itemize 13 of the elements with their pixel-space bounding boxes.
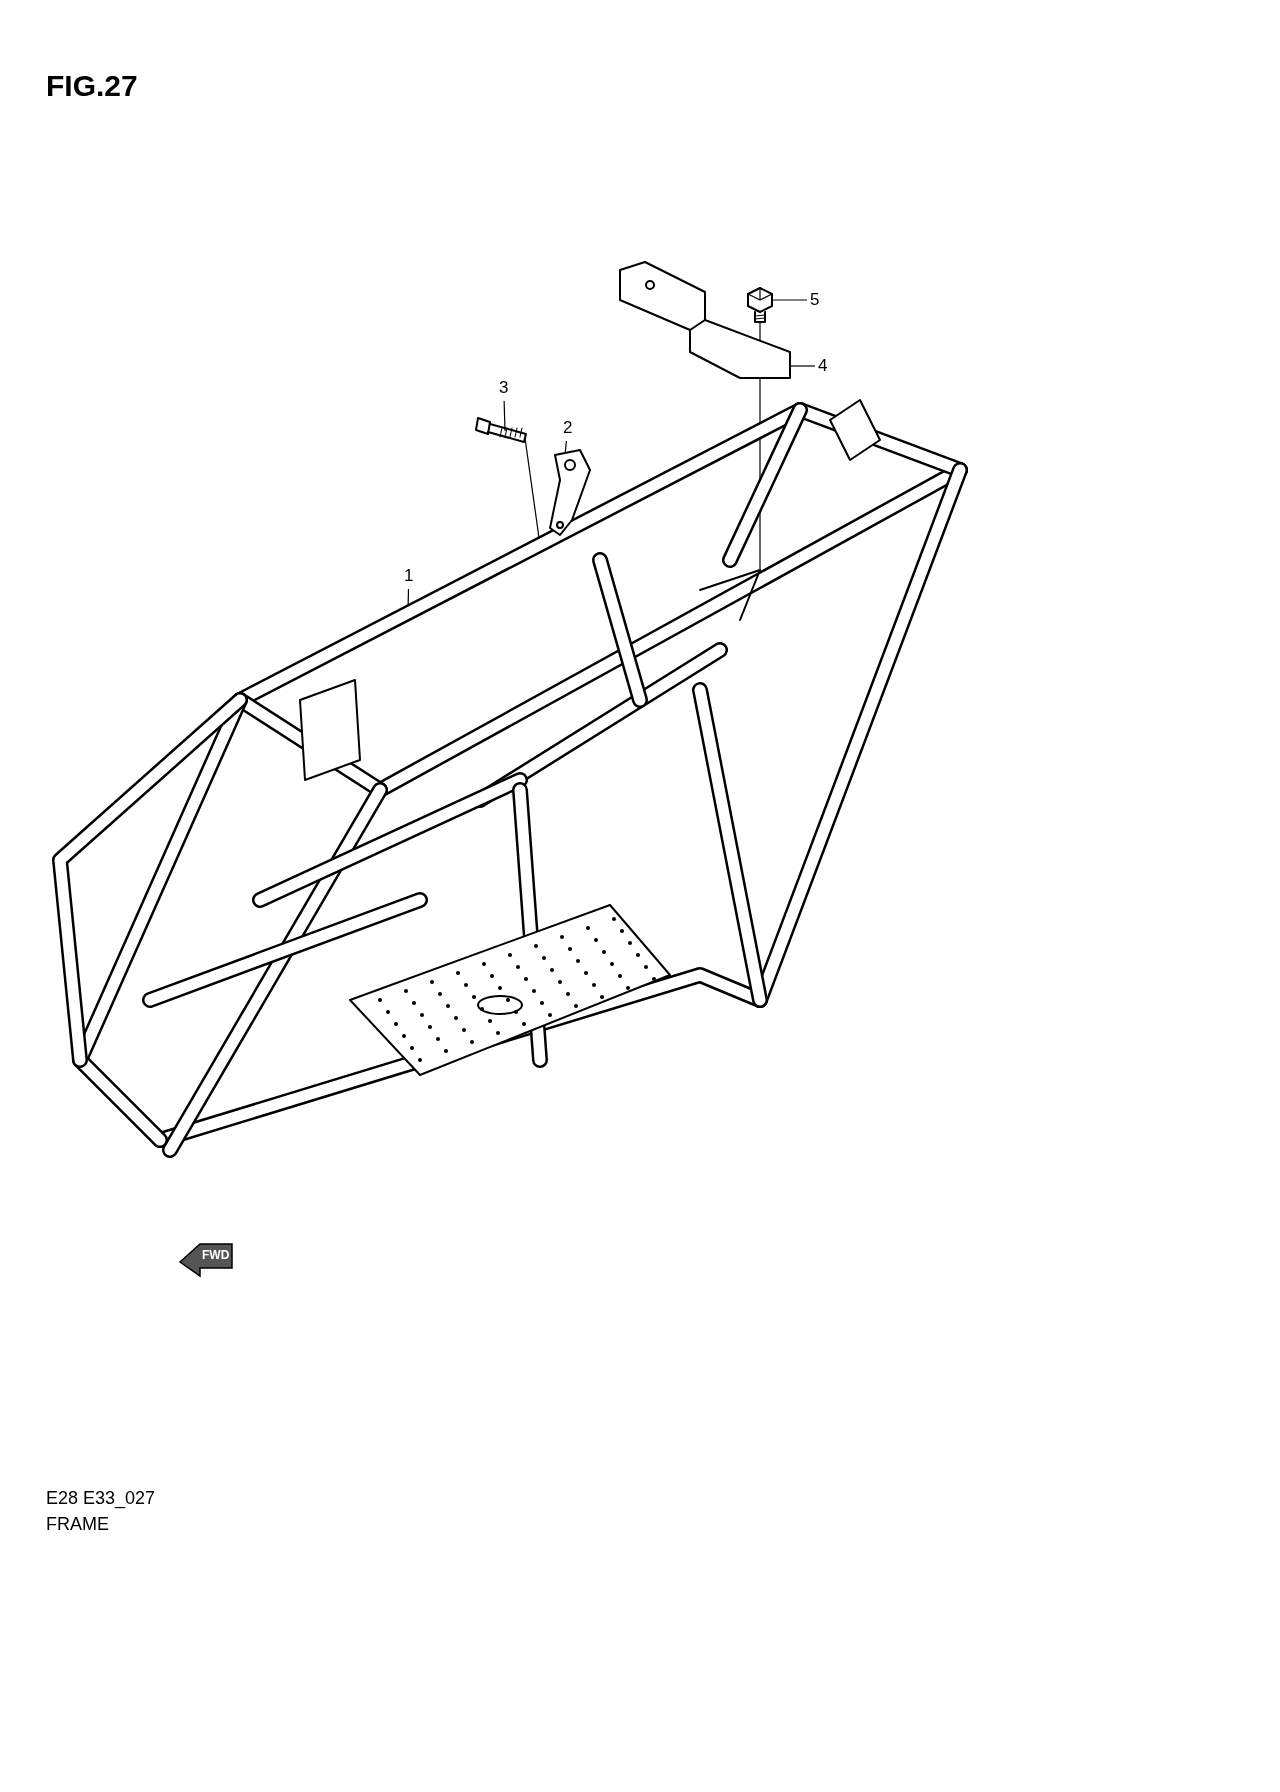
diagram-name: FRAME <box>46 1513 109 1535</box>
bracket-drawing <box>619 261 791 379</box>
callout-number: 3 <box>499 378 509 398</box>
callout-number: 5 <box>810 290 820 310</box>
callout-number: 4 <box>818 356 828 376</box>
bolt-drawing <box>747 287 773 323</box>
direction-label: FWD <box>202 1247 230 1263</box>
figure-title: FIG.27 <box>46 68 138 104</box>
diagram-code: E28 E33_027 <box>46 1487 156 1509</box>
callout-number: 2 <box>563 418 573 438</box>
frame-drawing <box>52 399 968 1158</box>
callout-number: 1 <box>404 566 414 586</box>
leader-line <box>503 400 506 432</box>
